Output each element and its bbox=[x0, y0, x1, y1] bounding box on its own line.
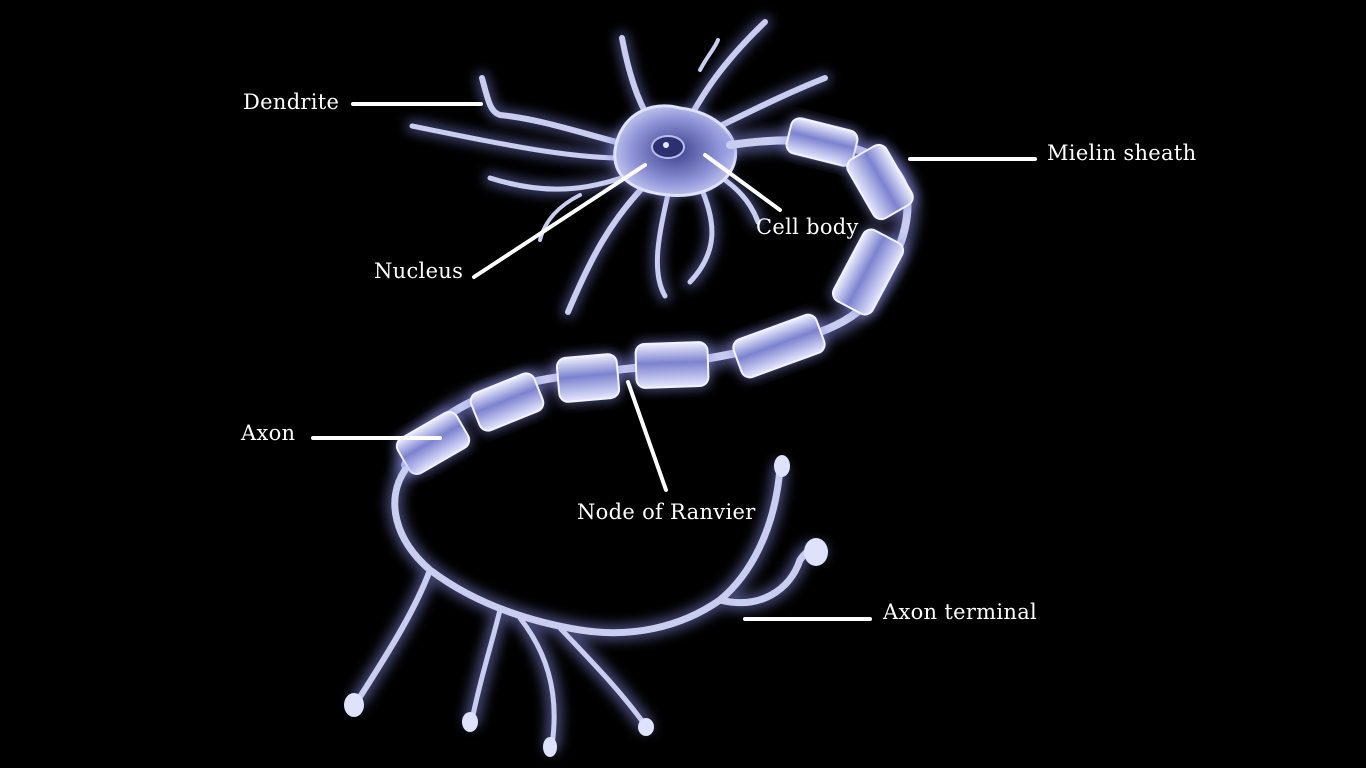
label-axon: Axon bbox=[241, 421, 296, 445]
label-axon-terminal: Axon terminal bbox=[883, 600, 1038, 624]
pointer-node-of-ranvier bbox=[626, 380, 668, 492]
label-node-of-ranvier: Node of Ranvier bbox=[577, 500, 756, 524]
label-cell-body: Cell body bbox=[756, 215, 859, 239]
label-nucleus: Nucleus bbox=[374, 259, 464, 283]
axon-terminal-branches bbox=[344, 455, 828, 757]
myelin-sheath-segments bbox=[394, 116, 916, 477]
label-dendrite: Dendrite bbox=[243, 90, 340, 114]
pointer-lines bbox=[311, 102, 1037, 621]
label-mielin-sheath: Mielin sheath bbox=[1047, 141, 1197, 165]
nucleus-shape bbox=[651, 135, 685, 159]
pointer-cell-body bbox=[703, 153, 782, 212]
pointer-nucleus bbox=[472, 163, 647, 279]
